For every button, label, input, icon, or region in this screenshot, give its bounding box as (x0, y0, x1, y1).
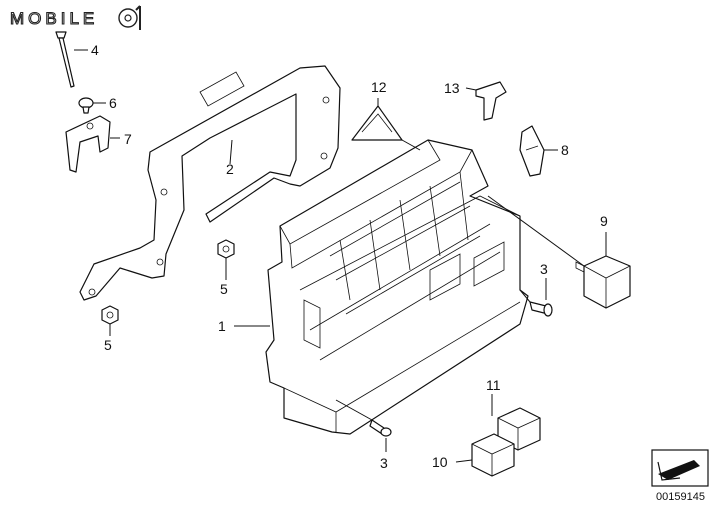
part-9-relay (575, 255, 631, 309)
logo-text: MOBILE (10, 9, 98, 28)
part-1-fuse-box (265, 139, 529, 435)
callout-2: 2 (226, 161, 234, 177)
callout-11: 11 (486, 377, 501, 393)
arrow-icon (658, 460, 700, 480)
part-5-nut-lower (101, 305, 119, 325)
callout-8: 6 (109, 95, 117, 111)
diagram-code-box: 00159145 (651, 449, 709, 503)
part-10-relay (471, 433, 515, 477)
callout-labels: 4 6 7 2 5 5 1 12 13 8 9 3 11 10 3 (91, 42, 608, 471)
part-3-screw-right (529, 301, 553, 317)
part-12-warning-label (351, 105, 403, 141)
part-2-support-bracket (79, 65, 341, 301)
part-13-clip (475, 81, 507, 121)
callout-12: 12 (371, 79, 387, 95)
callout-4: 4 (91, 42, 99, 58)
callout-6: 8 (561, 142, 569, 158)
callout-3-lower: 3 (380, 455, 388, 471)
callout-10: 10 (432, 454, 448, 470)
diagram-code: 00159145 (656, 491, 705, 503)
callout-3-right: 3 (540, 261, 548, 277)
callout-13: 13 (444, 80, 460, 96)
part-6-relay-holder (519, 125, 545, 177)
part-4-rivet (55, 31, 75, 88)
callout-9: 9 (600, 213, 608, 229)
callout-5-upper: 5 (220, 281, 228, 297)
part-8-screw (78, 97, 94, 114)
leader-lines (74, 49, 607, 463)
part-3-screw-lower (369, 419, 392, 437)
callout-7: 7 (124, 131, 132, 147)
part-5-nut-upper (217, 239, 235, 259)
mobile01-logo: MOBILE (9, 5, 141, 30)
logo-wheel-icon (118, 8, 138, 28)
callout-5-lower: 5 (104, 337, 112, 353)
part-7-bracket-clip (65, 115, 111, 173)
callout-1: 1 (218, 318, 226, 334)
